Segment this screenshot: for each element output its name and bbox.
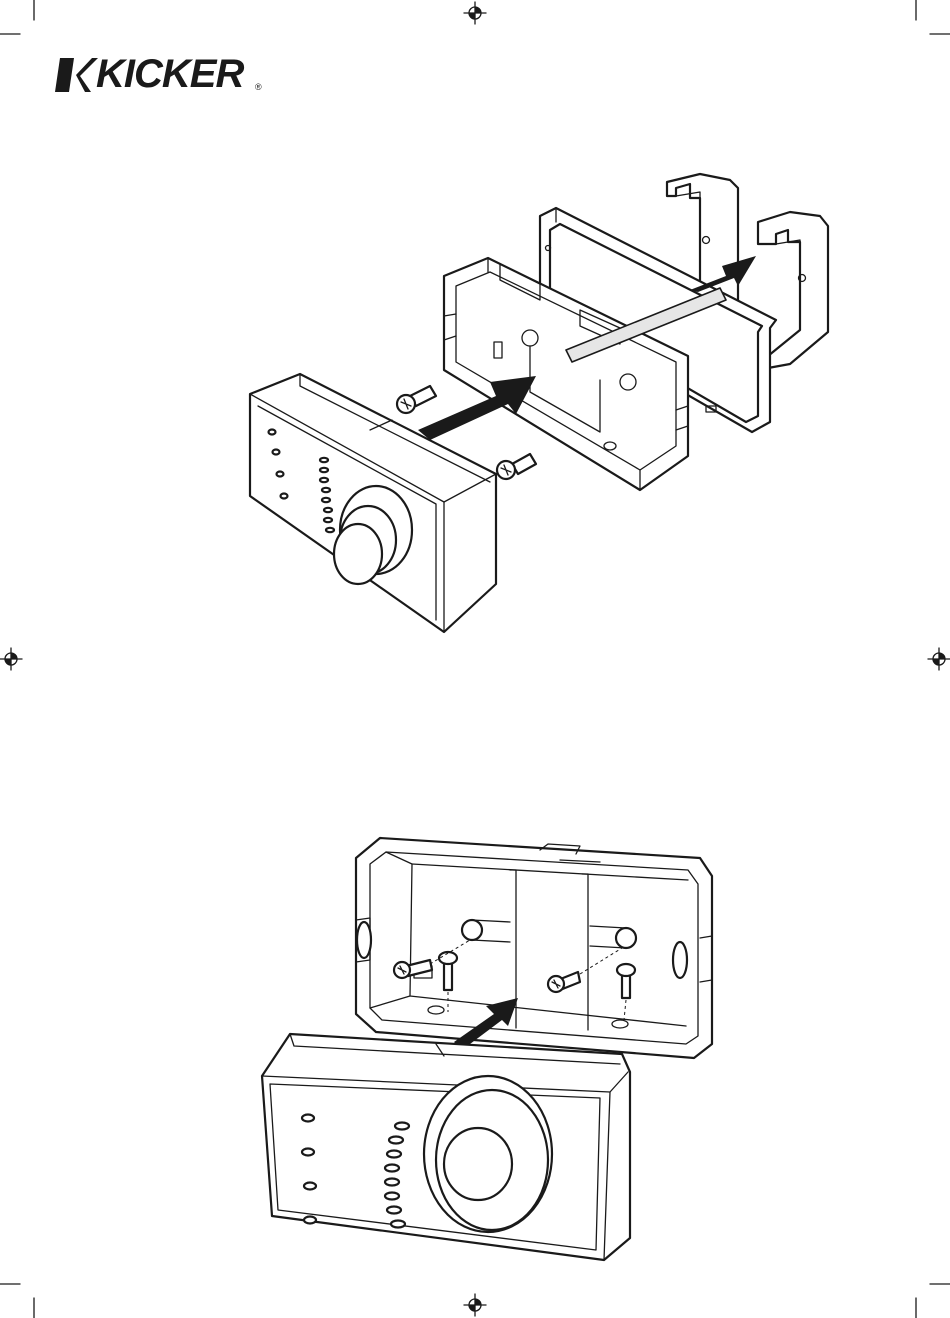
registration-mark-bottom	[464, 1294, 486, 1316]
kicker-k-mark-icon	[58, 56, 98, 96]
registered-mark: ®	[255, 82, 262, 92]
screw-upper	[397, 386, 436, 413]
remote-control-front	[262, 1034, 630, 1260]
screw-mounting-figure	[0, 830, 950, 1270]
volume-knob	[424, 1076, 552, 1232]
screw-lower	[497, 454, 536, 479]
mounting-box-front	[356, 838, 712, 1058]
brand-name: KICKER	[96, 54, 243, 94]
kicker-logo: KICKER ®	[58, 54, 268, 96]
registration-mark-top	[464, 2, 486, 24]
exploded-view-figure	[0, 160, 950, 840]
